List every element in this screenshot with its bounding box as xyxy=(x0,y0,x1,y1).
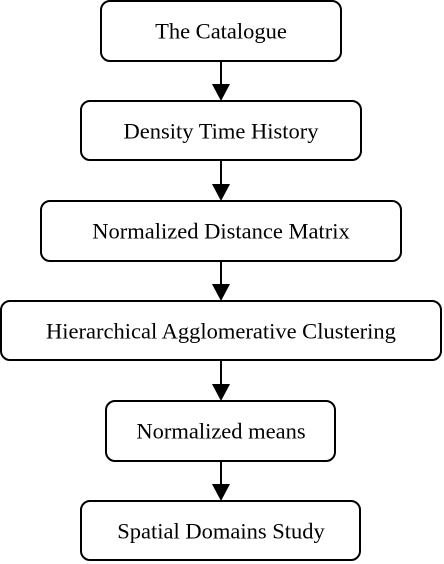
edge-clustering-to-means xyxy=(212,360,230,401)
node-density-time-history: Density Time History xyxy=(80,100,362,161)
edge-means-to-spatial xyxy=(212,461,230,501)
node-hierarchical-clustering-label: Hierarchical Agglomerative Clustering xyxy=(46,319,396,344)
edge-catalogue-to-density xyxy=(212,61,230,101)
node-hierarchical-clustering: Hierarchical Agglomerative Clustering xyxy=(0,300,442,361)
node-normalized-means: Normalized means xyxy=(105,400,336,462)
node-density-time-history-label: Density Time History xyxy=(123,119,319,144)
node-normalized-distance-matrix-label: Normalized Distance Matrix xyxy=(92,219,349,244)
edge-density-to-distance xyxy=(212,160,230,201)
edge-distance-to-clustering xyxy=(212,261,230,301)
node-spatial-domains-study-label: Spatial Domains Study xyxy=(117,519,325,544)
node-spatial-domains-study: Spatial Domains Study xyxy=(80,500,361,561)
node-normalized-means-label: Normalized means xyxy=(136,419,305,444)
node-catalogue-label: The Catalogue xyxy=(155,19,287,44)
node-normalized-distance-matrix: Normalized Distance Matrix xyxy=(40,200,402,262)
node-catalogue: The Catalogue xyxy=(100,0,342,62)
